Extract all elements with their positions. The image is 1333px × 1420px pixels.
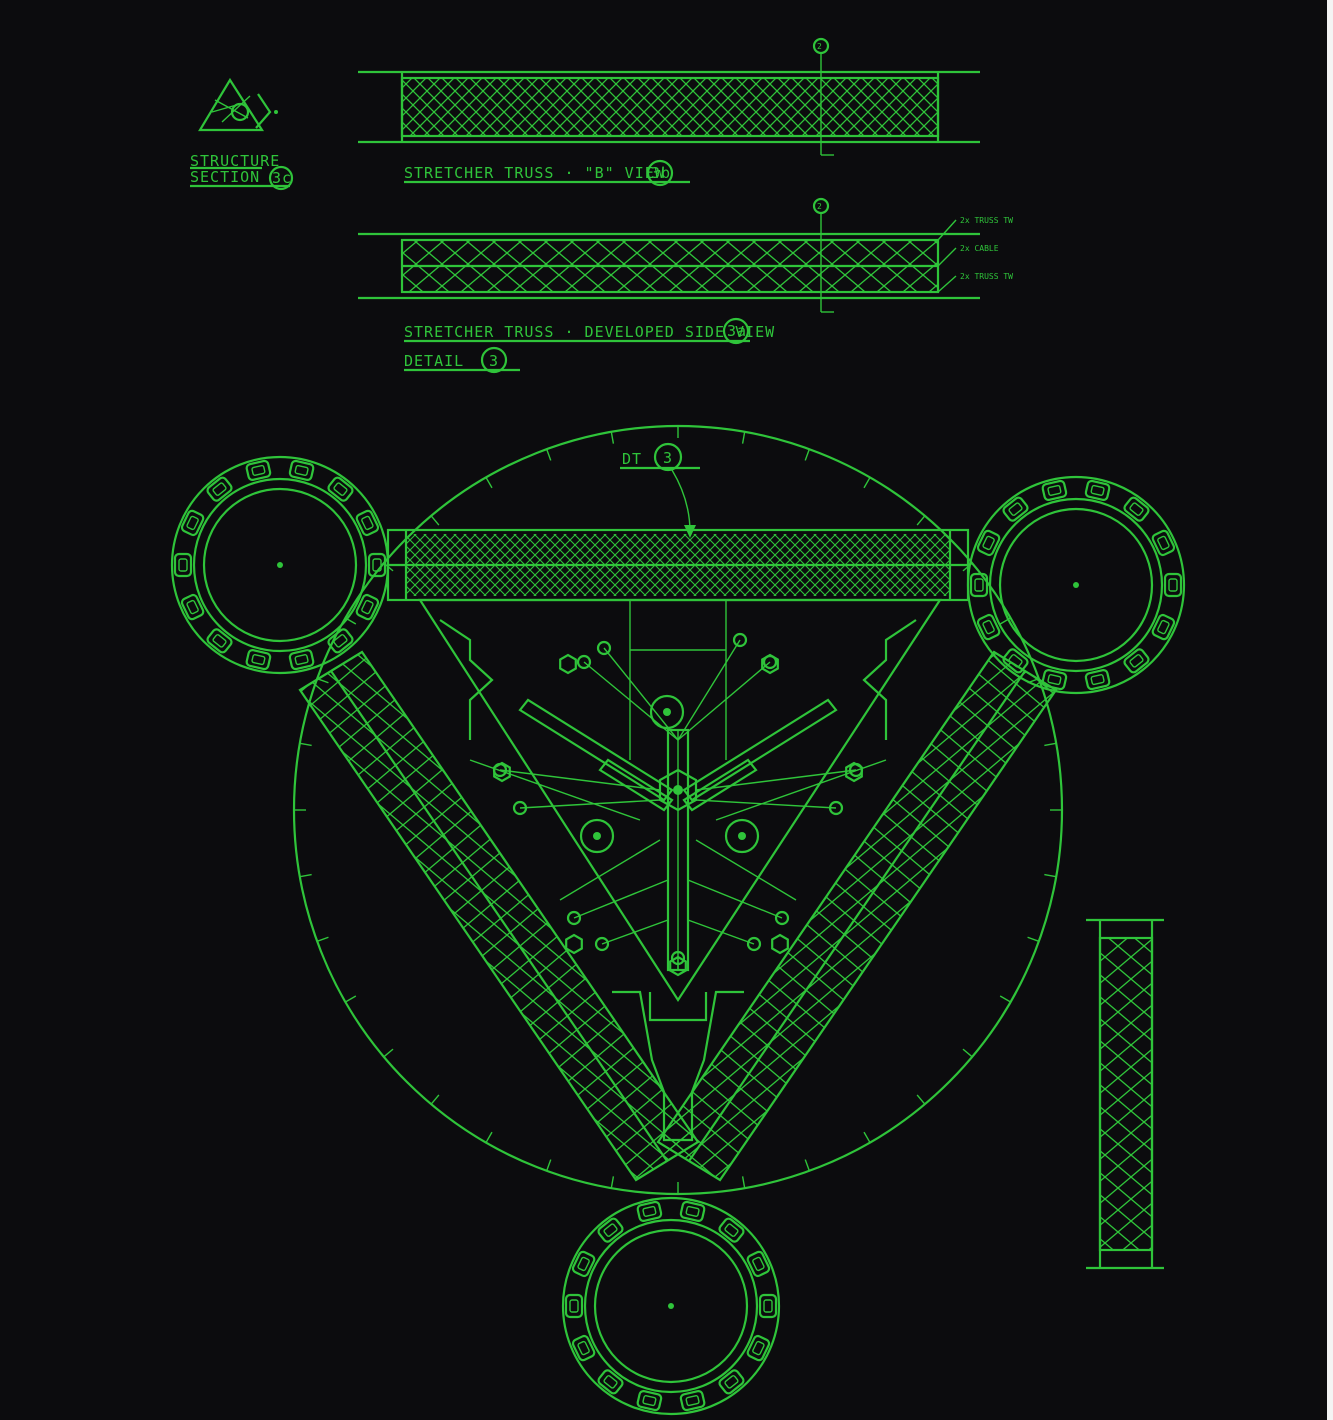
side-view-ref-circle [722,317,750,345]
truss-side-view: 2 [358,197,980,313]
section-title-line-1: STRUCTURE [190,152,280,170]
section-title-line-2: SECTION [190,168,260,186]
truss-vertical [1086,918,1164,1270]
plan-ref: 3 [663,449,673,467]
top-view-marker: 2 [817,42,822,51]
ring-node-right [966,475,1186,695]
truss-top [386,528,970,602]
plan-ref-prefix: DT [622,450,642,468]
side-view-marker: 2 [817,202,822,211]
structure-section-symbol [198,77,278,132]
top-view-ref: 3b [651,164,671,182]
core-assembly [417,598,943,1142]
ring-node-bottom [561,1196,781,1416]
detail-label: DETAIL [404,352,464,370]
truss-left [298,650,700,1182]
compass-circle [292,424,1064,1196]
truss-top-view: 2 [358,37,980,156]
ring-node-left [170,455,390,675]
section-ref: 3c [272,169,292,187]
section-ref-circle [268,165,294,191]
callout-3: 2x TRUSS TW [960,272,1013,281]
side-view-label: STRETCHER TRUSS · DEVELOPED SIDE VIEW [404,323,775,341]
scan-edge [1327,0,1333,1420]
callout-1: 2x TRUSS TW [960,216,1013,225]
top-view-ref-circle [646,159,674,187]
detail-ref: 3 [489,352,499,370]
side-view-ref: 3a [727,322,747,340]
callout-2: 2x CABLE [960,244,999,253]
detail-ref-circle [480,346,508,374]
plan-ref-circle [653,442,683,472]
top-view-label: STRETCHER TRUSS · "B" VIEW [404,164,665,182]
truss-right [656,650,1058,1182]
